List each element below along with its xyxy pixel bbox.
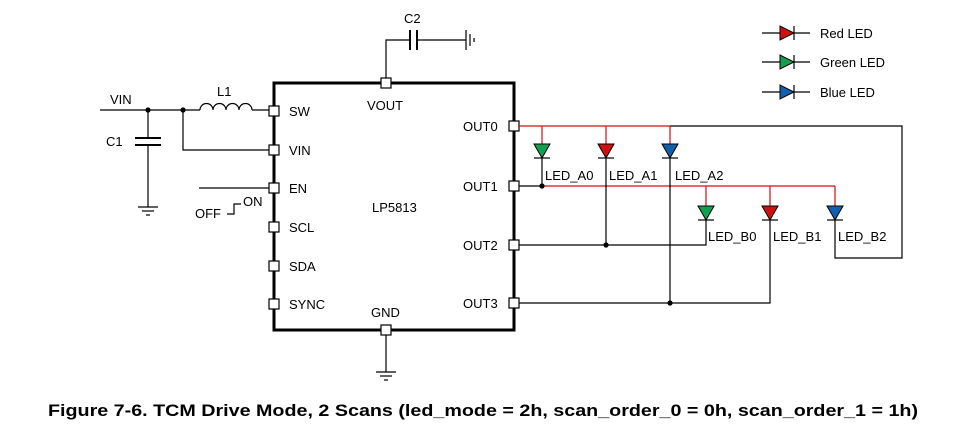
pin-vin [268, 144, 280, 156]
pin-out1 [508, 180, 520, 192]
chip-body [272, 81, 516, 332]
pin-sw [268, 105, 280, 117]
legend-label-green: Green LED [820, 55, 885, 70]
legend-label-blue: Blue LED [820, 85, 875, 100]
pin-label-gnd: GND [371, 305, 400, 320]
pin-label-en: EN [289, 181, 307, 196]
legend-item-green: Green LED [762, 54, 885, 70]
inductor-label: L1 [217, 84, 231, 99]
pin-label-out2: OUT2 [463, 238, 498, 253]
legend-green-led-icon [779, 54, 796, 70]
pin-scl [268, 221, 280, 233]
led-label-a2: LED_A2 [675, 168, 723, 183]
led-a0 [533, 143, 551, 160]
led-label-a1: LED_A1 [609, 168, 657, 183]
pin-label-out0: OUT0 [463, 119, 498, 134]
pin-gnd [380, 324, 392, 336]
switch-on-label: ON [243, 194, 263, 209]
pin-label-vout: VOUT [367, 98, 403, 113]
ground-icon-gnd [376, 371, 396, 381]
legend-blue-led-icon [779, 84, 796, 100]
legend-red-led-icon [779, 25, 796, 41]
cap-out-label: C2 [404, 11, 421, 26]
led-a2 [661, 143, 679, 160]
legend-label-red: Red LED [820, 26, 873, 41]
pin-vout [380, 77, 392, 89]
legend: Red LED Green LED Blue LED [762, 25, 885, 100]
legend-item-blue: Blue LED [762, 84, 875, 100]
vin-label: VIN [110, 92, 132, 107]
pin-label-out3: OUT3 [463, 296, 498, 311]
pin-out0 [508, 120, 520, 132]
switch-off-label: OFF [195, 206, 221, 221]
inductor-coil [199, 102, 253, 111]
pin-out2 [508, 239, 520, 251]
cap-in-label: C1 [106, 134, 123, 149]
pin-label-out1: OUT1 [463, 179, 498, 194]
pin-en [268, 182, 280, 194]
pin-label-sync: SYNC [289, 297, 325, 312]
led-b1 [761, 205, 779, 222]
pin-label-sda: SDA [289, 259, 316, 274]
led-label-b0: LED_B0 [708, 229, 756, 244]
led-b2 [826, 205, 844, 222]
pin-label-vin: VIN [289, 143, 311, 158]
figure-caption: Figure 7-6. TCM Drive Mode, 2 Scans (led… [48, 401, 918, 420]
legend-item-red: Red LED [762, 25, 873, 41]
pin-label-sw: SW [289, 104, 311, 119]
pin-sda [268, 260, 280, 272]
led-label-b1: LED_B1 [773, 229, 821, 244]
led-a1 [597, 143, 615, 160]
ground-icon [138, 206, 158, 216]
led-label-a0: LED_A0 [545, 168, 593, 183]
switch-step-icon [227, 203, 241, 215]
pin-sync [268, 298, 280, 310]
led-b0 [697, 205, 715, 222]
chip-name: LP5813 [372, 200, 417, 215]
pin-label-scl: SCL [289, 220, 314, 235]
pin-out3 [508, 297, 520, 309]
led-label-b2: LED_B2 [838, 229, 886, 244]
ground-icon-vout [465, 30, 475, 50]
